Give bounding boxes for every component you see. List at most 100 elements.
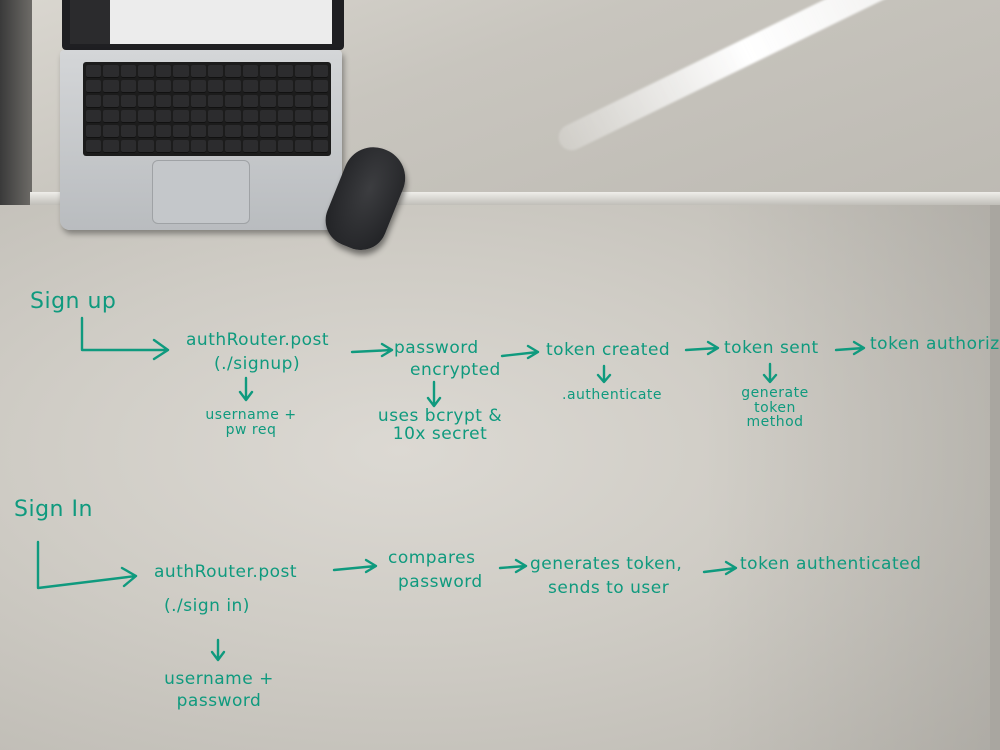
signup-step-1-sublabel: (./signup) bbox=[214, 354, 301, 374]
keyboard-key bbox=[103, 125, 119, 138]
keyboard-key bbox=[277, 65, 294, 78]
keyboard-key bbox=[138, 80, 154, 93]
board-edge bbox=[990, 205, 1000, 750]
signin-down-1 bbox=[210, 638, 226, 662]
keyboard-key bbox=[173, 140, 189, 153]
keyboard-key bbox=[295, 95, 311, 108]
keyboard-key bbox=[120, 95, 137, 108]
keyboard-key bbox=[155, 140, 172, 153]
keyboard-key bbox=[312, 110, 328, 123]
keyboard-key bbox=[242, 80, 259, 93]
signup-arrow-2 bbox=[500, 344, 540, 360]
keyboard-key bbox=[295, 110, 311, 123]
signin-step-1-detail: username + password bbox=[164, 669, 274, 712]
keyboard-key bbox=[208, 125, 224, 138]
signup-arrow-4 bbox=[834, 340, 866, 356]
laptop-keyboard bbox=[83, 62, 331, 156]
keyboard-key bbox=[260, 80, 276, 93]
keyboard-key bbox=[208, 140, 224, 153]
keyboard-key bbox=[225, 80, 241, 93]
keyboard-key bbox=[138, 125, 154, 138]
keyboard-key bbox=[242, 65, 259, 78]
keyboard-key bbox=[138, 95, 154, 108]
keyboard-key bbox=[277, 140, 294, 153]
board-shadow bbox=[700, 205, 1000, 750]
signin-step-1-sublabel: (./sign in) bbox=[164, 596, 250, 616]
keyboard-key bbox=[155, 125, 172, 138]
signup-step-4-label: token sent bbox=[724, 338, 819, 358]
keyboard-key bbox=[155, 80, 172, 93]
signin-arrow-2 bbox=[498, 558, 528, 574]
keyboard-key bbox=[242, 110, 259, 123]
keyboard-key bbox=[225, 95, 241, 108]
keyboard-key bbox=[86, 140, 102, 153]
keyboard-key bbox=[173, 125, 189, 138]
keyboard-key bbox=[225, 125, 241, 138]
signup-entry-arrow bbox=[80, 316, 170, 361]
keyboard-key bbox=[225, 110, 241, 123]
signup-heading: Sign up bbox=[30, 289, 117, 314]
signup-down-1 bbox=[238, 376, 254, 402]
signup-arrow-3 bbox=[684, 340, 720, 356]
keyboard-key bbox=[173, 65, 189, 78]
signin-heading: Sign In bbox=[14, 497, 93, 522]
keyboard-key bbox=[260, 95, 276, 108]
keyboard-key bbox=[86, 110, 102, 123]
keyboard-key bbox=[190, 80, 206, 93]
keyboard-key bbox=[260, 125, 276, 138]
signup-down-3 bbox=[596, 364, 612, 384]
keyboard-key bbox=[190, 95, 206, 108]
keyboard-key bbox=[260, 140, 276, 153]
keyboard-key bbox=[120, 65, 137, 78]
signin-step-4-label: token authenticated bbox=[740, 554, 922, 574]
keyboard-key bbox=[190, 65, 206, 78]
keyboard-key bbox=[295, 125, 311, 138]
keyboard-key bbox=[295, 80, 311, 93]
keyboard-key bbox=[312, 95, 328, 108]
keyboard-key bbox=[312, 80, 328, 93]
keyboard-key bbox=[295, 65, 311, 78]
keyboard-key bbox=[86, 125, 102, 138]
keyboard-key bbox=[103, 110, 119, 123]
keyboard-key bbox=[120, 80, 137, 93]
signup-step-4-detail: generate token method bbox=[741, 385, 809, 431]
keyboard-key bbox=[260, 65, 276, 78]
laptop-screen-sidebar bbox=[70, 0, 110, 44]
keyboard-key bbox=[173, 110, 189, 123]
keyboard-key bbox=[242, 140, 259, 153]
keyboard-key bbox=[190, 125, 206, 138]
keyboard-key bbox=[277, 95, 294, 108]
keyboard-key bbox=[208, 65, 224, 78]
signup-step-3-detail: .authenticate bbox=[562, 387, 663, 403]
laptop-trackpad bbox=[152, 160, 250, 224]
keyboard-key bbox=[138, 140, 154, 153]
keyboard-key bbox=[312, 125, 328, 138]
signup-down-4 bbox=[762, 362, 778, 384]
keyboard-key bbox=[190, 140, 206, 153]
keyboard-key bbox=[173, 80, 189, 93]
whiteboard bbox=[0, 205, 1000, 750]
keyboard-key bbox=[242, 95, 259, 108]
keyboard-key bbox=[190, 110, 206, 123]
signup-down-2 bbox=[426, 380, 442, 408]
signin-step-2-sublabel: password bbox=[398, 572, 483, 592]
signin-entry-arrow bbox=[36, 540, 138, 590]
signup-step-2-sublabel: encrypted bbox=[410, 360, 501, 380]
signin-arrow-1 bbox=[332, 558, 378, 574]
keyboard-key bbox=[208, 95, 224, 108]
keyboard-key bbox=[86, 95, 102, 108]
keyboard-key bbox=[120, 125, 137, 138]
keyboard-key bbox=[86, 65, 102, 78]
keyboard-key bbox=[225, 140, 241, 153]
keyboard-key bbox=[103, 80, 119, 93]
signin-step-2-label: compares bbox=[388, 548, 476, 568]
keyboard-key bbox=[86, 80, 102, 93]
keyboard-key bbox=[138, 65, 154, 78]
keyboard-key bbox=[103, 95, 119, 108]
keyboard-key bbox=[260, 110, 276, 123]
keyboard-key bbox=[242, 125, 259, 138]
keyboard-key bbox=[155, 95, 172, 108]
signup-step-1-detail: username + pw req bbox=[205, 407, 297, 438]
